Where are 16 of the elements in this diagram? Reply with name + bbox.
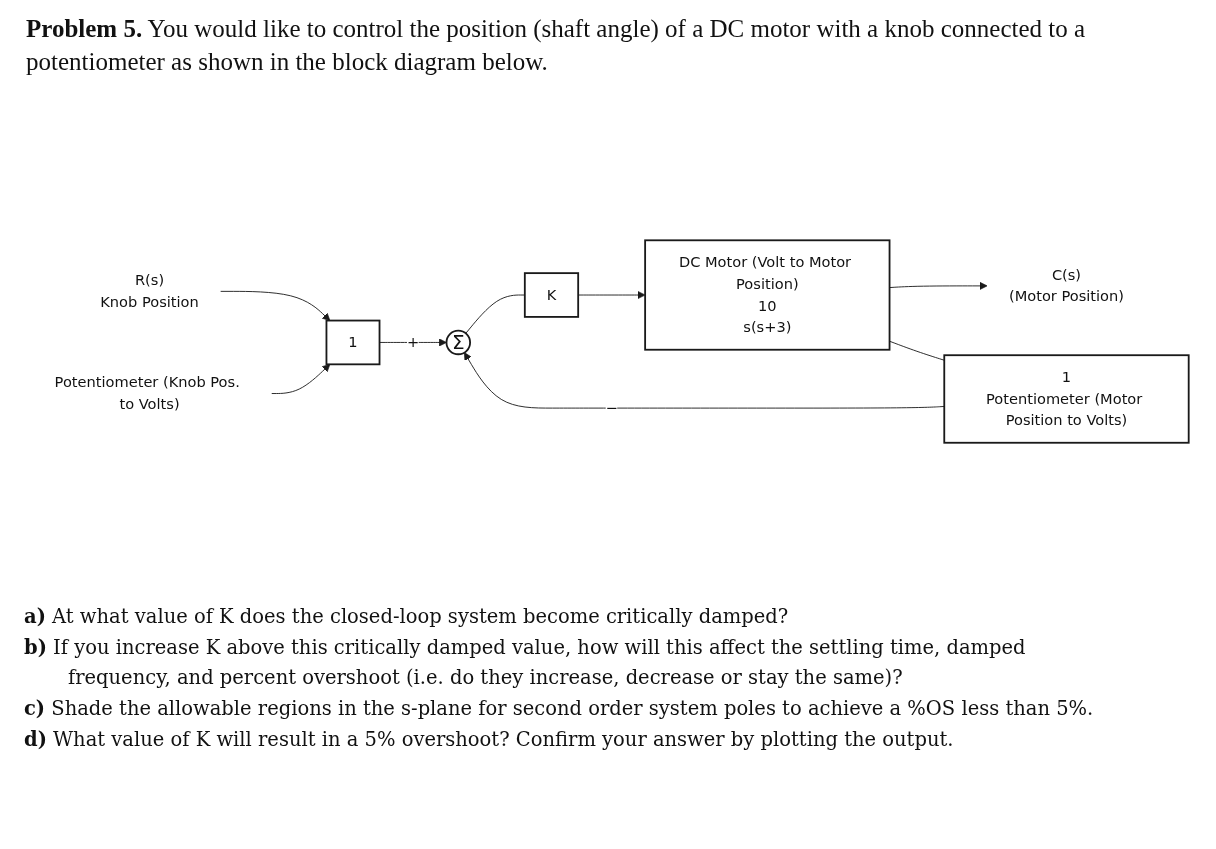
edge-label: +	[406, 333, 420, 352]
node-text: Potentiometer (Knob Pos. to Volts)	[54, 373, 240, 414]
node-box: 1 Potentiometer (Motor Position to Volts)	[943, 354, 1190, 445]
problem-statement: Problem 5. You would like to control the position (shaft angle) of a DC motor with a knob connected to a potentiometer as shown in the block diagram below.	[26, 14, 1086, 77]
node-box: 1	[325, 320, 381, 366]
node-text: C(s) (Motor Position)	[1008, 266, 1124, 306]
node-text: R(s) Knob Position	[100, 271, 199, 311]
question-text: d) What value of K will result in a 5% overshoot? Confirm your answer by plotting the output.	[24, 727, 955, 753]
node-box: K	[523, 272, 580, 319]
question-text: b) If you increase K above this critically damped value, how will this affect the settling time, damped frequency, and percent overshoot (i.e. do they increase, decrease or stay the same)?	[24, 635, 1027, 691]
node-circle: Σ	[445, 330, 471, 356]
connector	[889, 341, 945, 362]
question-text: c) Shade the allowable regions in the s-plane for second order system poles to achieve a %OS less than 5%.	[24, 696, 1095, 722]
question-text: a) At what value of K does the closed-loop system become critically damped?	[24, 604, 790, 630]
edge-label: −	[605, 399, 618, 417]
node-box: DC Motor (Volt to Motor Position) 10 s(s+3)	[644, 239, 891, 352]
